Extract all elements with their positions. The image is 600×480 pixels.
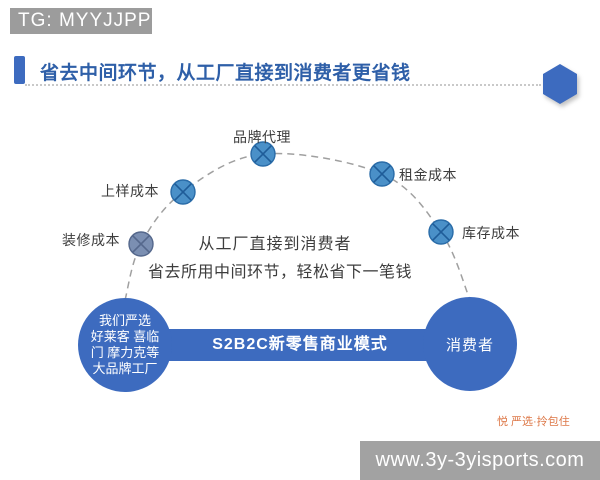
factory-circle-line: 好莱客 喜临 xyxy=(90,329,160,344)
label-inventory-cost: 库存成本 xyxy=(462,225,520,241)
node-rent-cost-icon xyxy=(368,160,396,188)
s2b2c-bar: S2B2C新零售商业模式 xyxy=(140,329,460,361)
node-brand-agency-icon xyxy=(249,140,277,168)
tg-watermark-badge: TG: MYYJJPP xyxy=(10,8,152,34)
title-underline-rule xyxy=(25,84,541,86)
consumer-circle: 消费者 xyxy=(423,297,517,391)
hexagon-icon xyxy=(543,64,577,104)
label-rent-cost: 租金成本 xyxy=(399,167,457,183)
consumer-circle-label: 消费者 xyxy=(445,336,494,354)
label-brand-agency: 品牌代理 xyxy=(233,129,291,145)
label-sample-cost: 上样成本 xyxy=(101,183,159,199)
factory-circle: 我们严选 好莱客 喜临 门 摩力克等 大品牌工厂 xyxy=(78,298,172,392)
brand-watermark: 悦 严选·拎包住 xyxy=(497,416,570,428)
factory-circle-line: 我们严选 xyxy=(98,313,151,328)
factory-circle-line: 门 摩力克等 xyxy=(90,345,160,360)
node-sample-cost-icon xyxy=(169,178,197,206)
center-message-line2: 省去所用中间环节，轻松省下一笔钱 xyxy=(147,264,412,281)
center-message-line1: 从工厂直接到消费者 xyxy=(198,236,352,253)
node-decoration-cost-icon xyxy=(127,230,155,258)
title-bullet-bar xyxy=(14,56,25,84)
node-inventory-cost-icon xyxy=(427,218,455,246)
label-decoration-cost: 装修成本 xyxy=(62,232,120,248)
page-title: 省去中间环节，从工厂直接到消费者更省钱 xyxy=(40,63,411,84)
factory-circle-line: 大品牌工厂 xyxy=(92,361,158,376)
website-url-bar: www.3y-3yisports.com xyxy=(360,441,600,480)
